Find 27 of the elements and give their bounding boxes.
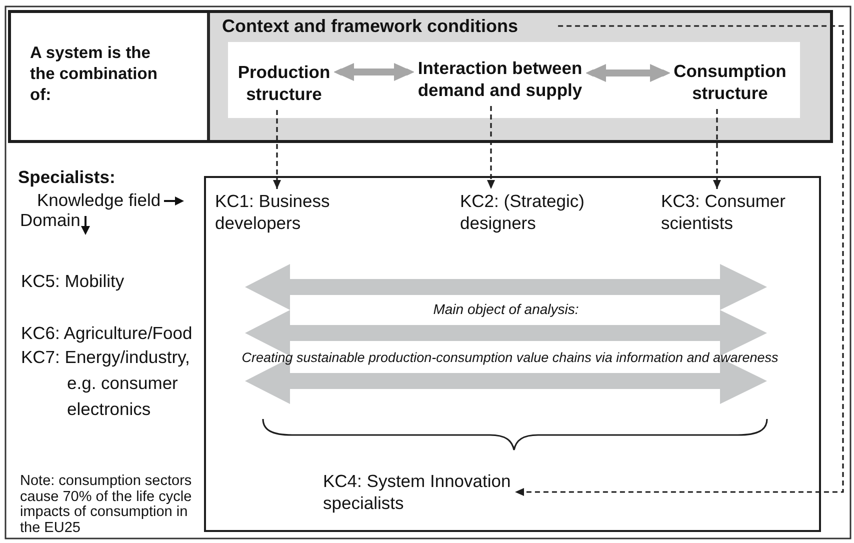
- axis-label: Knowledge field: [37, 189, 161, 211]
- dashed-arrow: [713, 109, 721, 189]
- inner-panel: [228, 42, 800, 118]
- specialist-label: KC1: Business developers: [215, 190, 331, 234]
- specialist-label: KC3: Consumer scientists: [661, 190, 787, 234]
- domain-label: KC7: Energy/industry, e.g. consumer electronics: [21, 346, 191, 421]
- domain-label: KC5: Mobility: [21, 270, 124, 292]
- footnote: Note: consumption sectors cause 70% of the life cycle impacts of consumption in the EU25: [20, 474, 193, 536]
- dashed-arrow: [273, 110, 281, 189]
- specialists-heading: Specialists:: [18, 166, 116, 188]
- panel-heading: Context and framework conditions: [222, 15, 518, 37]
- domain-label: KC6: Agriculture/Food: [21, 322, 192, 344]
- specialist-label: KC2: (Strategic) designers: [460, 190, 586, 234]
- system-panel: [8, 10, 833, 143]
- structure-label: Production structure: [237, 61, 331, 105]
- analysis-description: Creating sustainable production-consumption value chains via information and awareness: [242, 349, 778, 367]
- system-heading: A system is the the combination of:: [30, 43, 158, 106]
- double-arrow: [586, 64, 670, 82]
- context-panel: [207, 13, 830, 140]
- interaction-label: Interaction between demand and supply: [417, 57, 583, 101]
- dashed-arrow: [487, 106, 495, 189]
- axis-label: Domain: [20, 210, 80, 231]
- analysis-caption: Main object of analysis:: [433, 300, 579, 318]
- structure-label: Consumption structure: [673, 60, 787, 104]
- double-arrow: [334, 63, 414, 81]
- specialist-label: KC4: System Innovation specialists: [323, 470, 512, 514]
- analysis-panel: [204, 176, 821, 532]
